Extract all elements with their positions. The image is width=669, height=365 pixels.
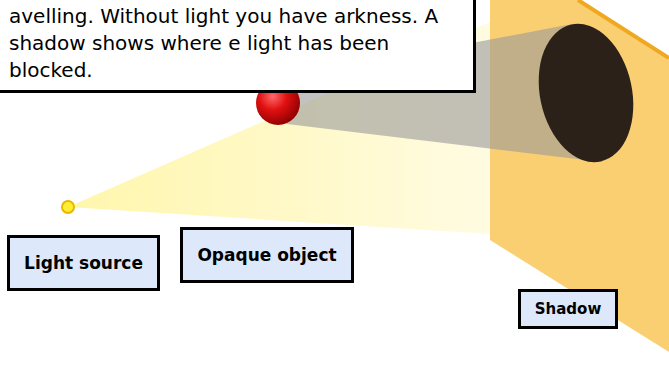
explanation-text: avelling. Without light you have arkness… bbox=[9, 3, 463, 84]
shadow-shape bbox=[526, 15, 645, 171]
label-box: Opaque object bbox=[180, 227, 354, 283]
label-box: Light source bbox=[7, 235, 160, 291]
light-source-dot bbox=[62, 201, 74, 213]
text-box: avelling. Without light you have arkness… bbox=[0, 0, 476, 93]
label-box: Shadow bbox=[518, 289, 618, 329]
label-text: Light source bbox=[24, 252, 143, 274]
label-text: Shadow bbox=[535, 299, 602, 319]
label-text: Opaque object bbox=[197, 244, 336, 266]
